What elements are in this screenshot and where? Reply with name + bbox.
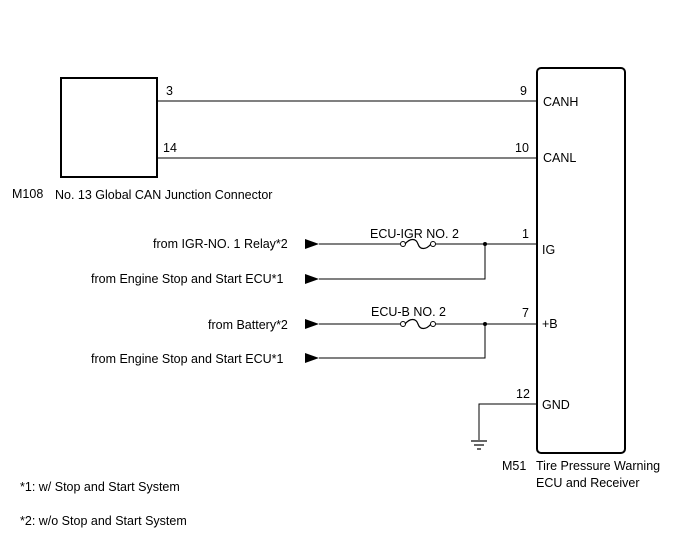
arrow-battery — [305, 319, 319, 329]
fuse-b-terminal-right — [430, 321, 436, 327]
fuse-b-icon — [404, 318, 432, 330]
gnd-wire — [478, 403, 537, 440]
ecu-pin-ig-label: IG — [542, 243, 555, 257]
ecu-pin-b-label: +B — [542, 317, 558, 331]
fuse-ig-icon — [404, 238, 432, 250]
ecu-pin-b-num: 7 — [522, 306, 529, 320]
ecu-pin-gnd-num: 12 — [516, 387, 530, 401]
junction-pin-canh: 3 — [166, 84, 173, 98]
fuse-ig-terminal-left — [400, 241, 406, 247]
junction-pin-canl: 14 — [163, 141, 177, 155]
arrow-igr-relay — [305, 239, 319, 249]
ecu-pin-ig-num: 1 — [522, 227, 529, 241]
fuse-b-label: ECU-B NO. 2 — [371, 305, 446, 319]
source-engine-ecu-2: from Engine Stop and Start ECU*1 — [91, 352, 284, 366]
ecu-code: M51 — [502, 459, 526, 473]
ecu-name-line2: ECU and Receiver — [536, 476, 640, 490]
junction-connector-box — [60, 77, 158, 178]
junction-connector-name: No. 13 Global CAN Junction Connector — [55, 188, 272, 202]
arrow-engine-ecu-2 — [305, 353, 319, 363]
ecu-pin-canh-label: CANH — [543, 95, 578, 109]
junction-connector-code: M108 — [12, 187, 43, 201]
footnote-2: *2: w/o Stop and Start System — [20, 514, 187, 528]
ecu-box — [536, 67, 626, 454]
source-engine-ecu-1: from Engine Stop and Start ECU*1 — [91, 272, 284, 286]
ecu-name-line1: Tire Pressure Warning — [536, 459, 660, 473]
ecu-pin-canl-label: CANL — [543, 151, 576, 165]
ecu-pin-gnd-label: GND — [542, 398, 570, 412]
footnote-1: *1: w/ Stop and Start System — [20, 480, 180, 494]
fuse-b-terminal-left — [400, 321, 406, 327]
fuse-ig-label: ECU-IGR NO. 2 — [370, 227, 459, 241]
source-battery: from Battery*2 — [208, 318, 288, 332]
ecu-pin-canh-num: 9 — [520, 84, 527, 98]
fuse-ig-terminal-right — [430, 241, 436, 247]
engine-ecu-1-wire — [319, 244, 486, 280]
source-igr-relay: from IGR-NO. 1 Relay*2 — [153, 237, 288, 251]
ecu-pin-canl-num: 10 — [515, 141, 529, 155]
engine-ecu-2-wire — [319, 324, 486, 359]
arrow-engine-ecu-1 — [305, 274, 319, 284]
